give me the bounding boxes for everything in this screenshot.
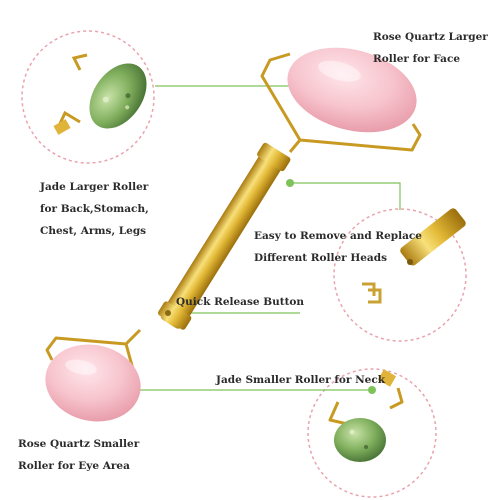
label-line: Rose Quartz Smaller	[18, 438, 140, 450]
label-line: Jade Smaller Roller for Neck	[216, 374, 386, 386]
label-rose-quartz-large: Rose Quartz Larger Roller for Face	[373, 26, 488, 70]
jade-small-detail-circle	[307, 368, 437, 498]
rose-quartz-small-roller-icon	[45, 344, 141, 422]
jade-large-roller-icon	[89, 63, 147, 129]
label-jade-large: Jade Larger Roller for Back,Stomach, Che…	[40, 176, 149, 242]
label-line: Easy to Remove and Replace	[254, 230, 422, 242]
label-line: Roller for Eye Area	[18, 460, 130, 472]
label-quick-release: Quick Release Button	[176, 291, 304, 313]
quick-release-button-icon	[165, 310, 171, 316]
jade-small-roller-icon	[334, 418, 386, 462]
detached-head-detail-icon	[362, 208, 466, 304]
label-line: Rose Quartz Larger	[373, 31, 488, 43]
label-line: Quick Release Button	[176, 296, 305, 308]
rose-quartz-large-roller-icon	[287, 47, 417, 133]
label-line: for Back,Stomach,	[40, 203, 149, 215]
gold-handle-icon	[157, 142, 291, 330]
label-line: Different Roller Heads	[254, 252, 387, 264]
callout-dot-jade-small	[368, 386, 376, 394]
jade-large-frame	[55, 53, 88, 131]
label-line: Chest, Arms, Legs	[40, 225, 147, 237]
label-jade-small: Jade Smaller Roller for Neck	[216, 369, 385, 391]
label-rose-quartz-small: Rose Quartz Smaller Roller for Eye Area	[18, 433, 139, 477]
label-remove-replace: Easy to Remove and Replace Different Rol…	[254, 225, 422, 269]
label-line: Roller for Face	[373, 53, 461, 65]
label-line: Jade Larger Roller	[40, 181, 149, 193]
large-roller-frame	[260, 52, 422, 153]
head-detail-circle	[333, 208, 467, 342]
callout-dot-head	[286, 179, 294, 187]
jade-detail-circle	[21, 30, 155, 164]
